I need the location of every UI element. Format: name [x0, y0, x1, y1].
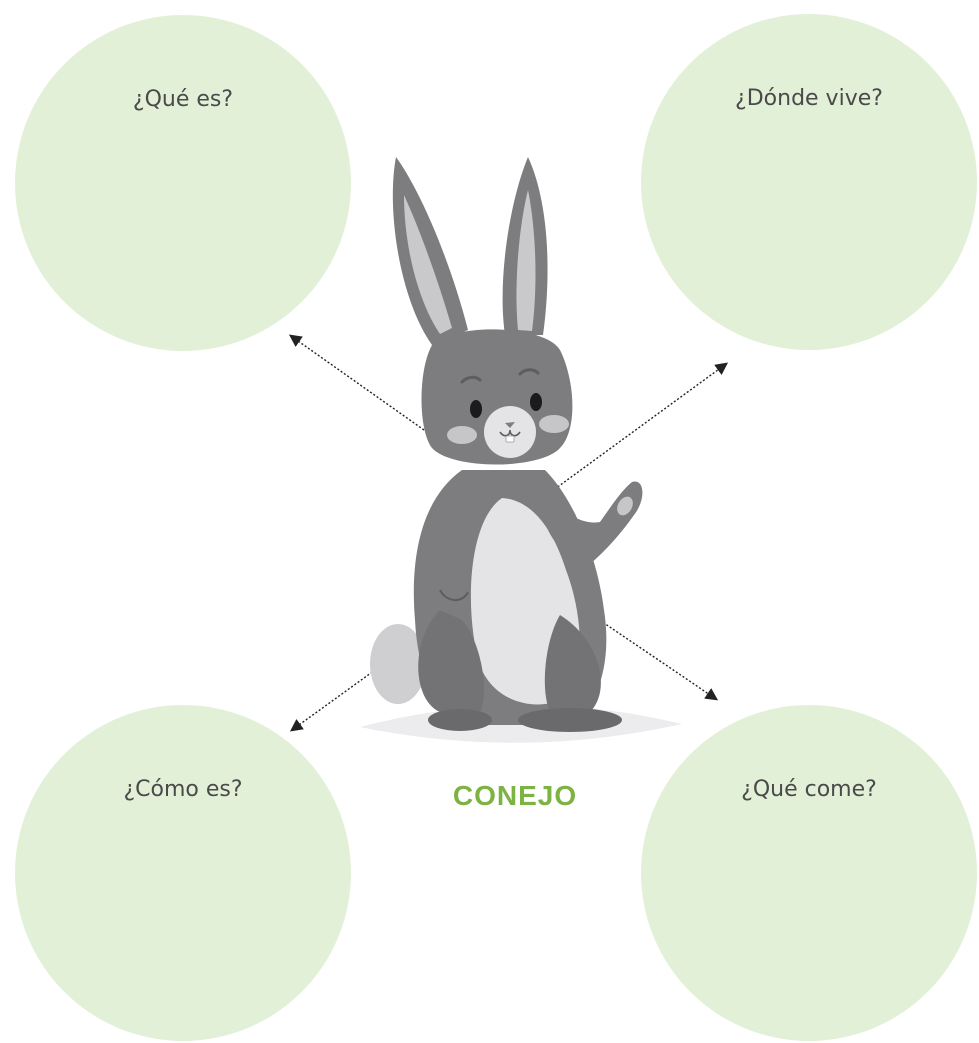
- circle-label-que-come: ¿Qué come?: [741, 777, 877, 802]
- arrow-to-que-es: [288, 334, 425, 431]
- circle-label-donde-vive: ¿Dónde vive?: [735, 86, 883, 111]
- rabbit-illustration: [370, 157, 643, 732]
- circle-label-que-es: ¿Qué es?: [132, 87, 234, 112]
- circle-que-come: ¿Qué come?: [641, 705, 977, 1041]
- circle-donde-vive: ¿Dónde vive?: [641, 14, 977, 350]
- circle-label-como-es: ¿Cómo es?: [123, 777, 243, 802]
- center-title: CONEJO: [452, 780, 578, 811]
- circle-que-es: ¿Qué es?: [15, 15, 351, 351]
- arrow-to-donde-vive: [547, 362, 729, 495]
- arrow-to-como-es: [289, 664, 383, 732]
- circle-como-es: ¿Cómo es?: [15, 705, 351, 1041]
